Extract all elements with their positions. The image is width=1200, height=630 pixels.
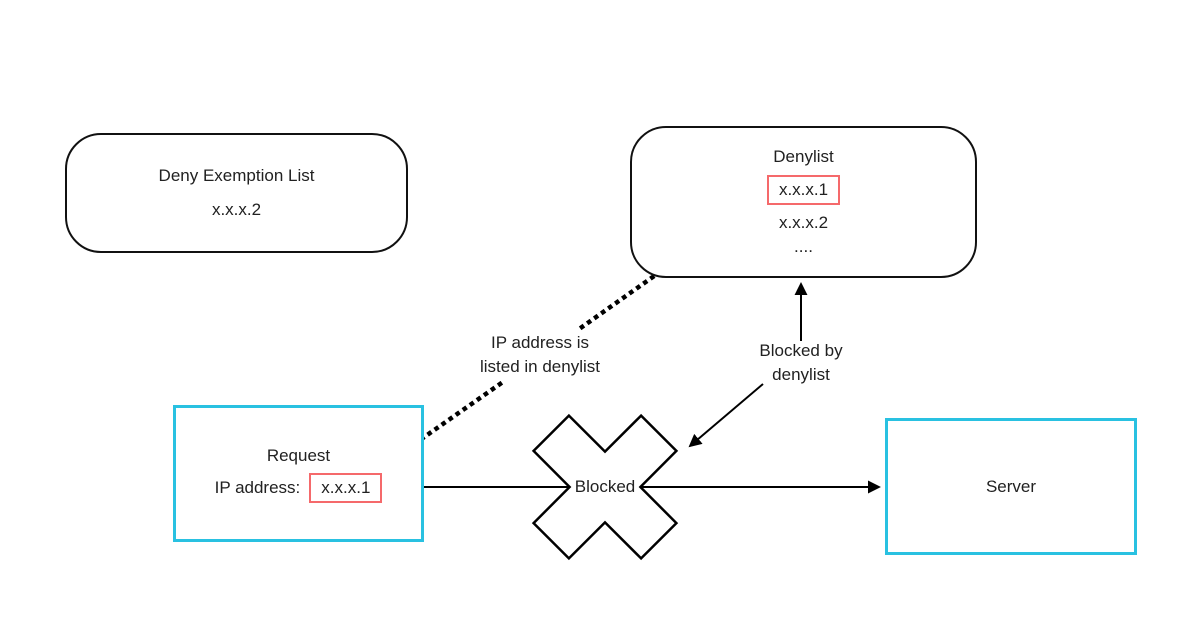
deny-exemption-list-title: Deny Exemption List bbox=[158, 166, 315, 185]
annotation-ip-listed: IP address is listed in denylist bbox=[455, 331, 625, 379]
denylist-entry: x.x.x.2 bbox=[778, 213, 829, 232]
request-title: Request bbox=[266, 445, 331, 465]
request-ip-value: x.x.x.1 bbox=[309, 472, 383, 503]
denylist-title: Denylist bbox=[773, 147, 834, 166]
request-box: Request IP address: x.x.x.1 bbox=[173, 405, 424, 542]
annotation-ip-listed-line1: IP address is bbox=[491, 333, 589, 352]
annotation-blocked-by-line2: denylist bbox=[772, 365, 830, 384]
denylist-highlighted-entry: x.x.x.1 bbox=[766, 175, 841, 205]
annotation-blocked-by-line1: Blocked by bbox=[759, 341, 843, 360]
denylist-box: Denylist x.x.x.1 x.x.x.2 .... bbox=[630, 126, 977, 278]
server-box: Server bbox=[885, 418, 1137, 555]
blocked-label: Blocked bbox=[574, 477, 636, 496]
deny-exemption-list-entry: x.x.x.2 bbox=[211, 200, 262, 219]
denylist-entry-ellipsis: .... bbox=[794, 237, 813, 256]
blocked-cross-shape bbox=[531, 413, 679, 561]
server-label: Server bbox=[985, 476, 1037, 496]
request-ip-row: IP address: x.x.x.1 bbox=[214, 472, 383, 503]
annotation-ip-listed-line2: listed in denylist bbox=[479, 357, 600, 376]
blockedby-to-cross-arrow bbox=[688, 383, 764, 448]
request-ip-label: IP address: bbox=[214, 477, 301, 497]
annotation-blocked-by: Blocked by denylist bbox=[716, 339, 886, 387]
deny-exemption-list-box: Deny Exemption List x.x.x.2 bbox=[65, 133, 408, 253]
